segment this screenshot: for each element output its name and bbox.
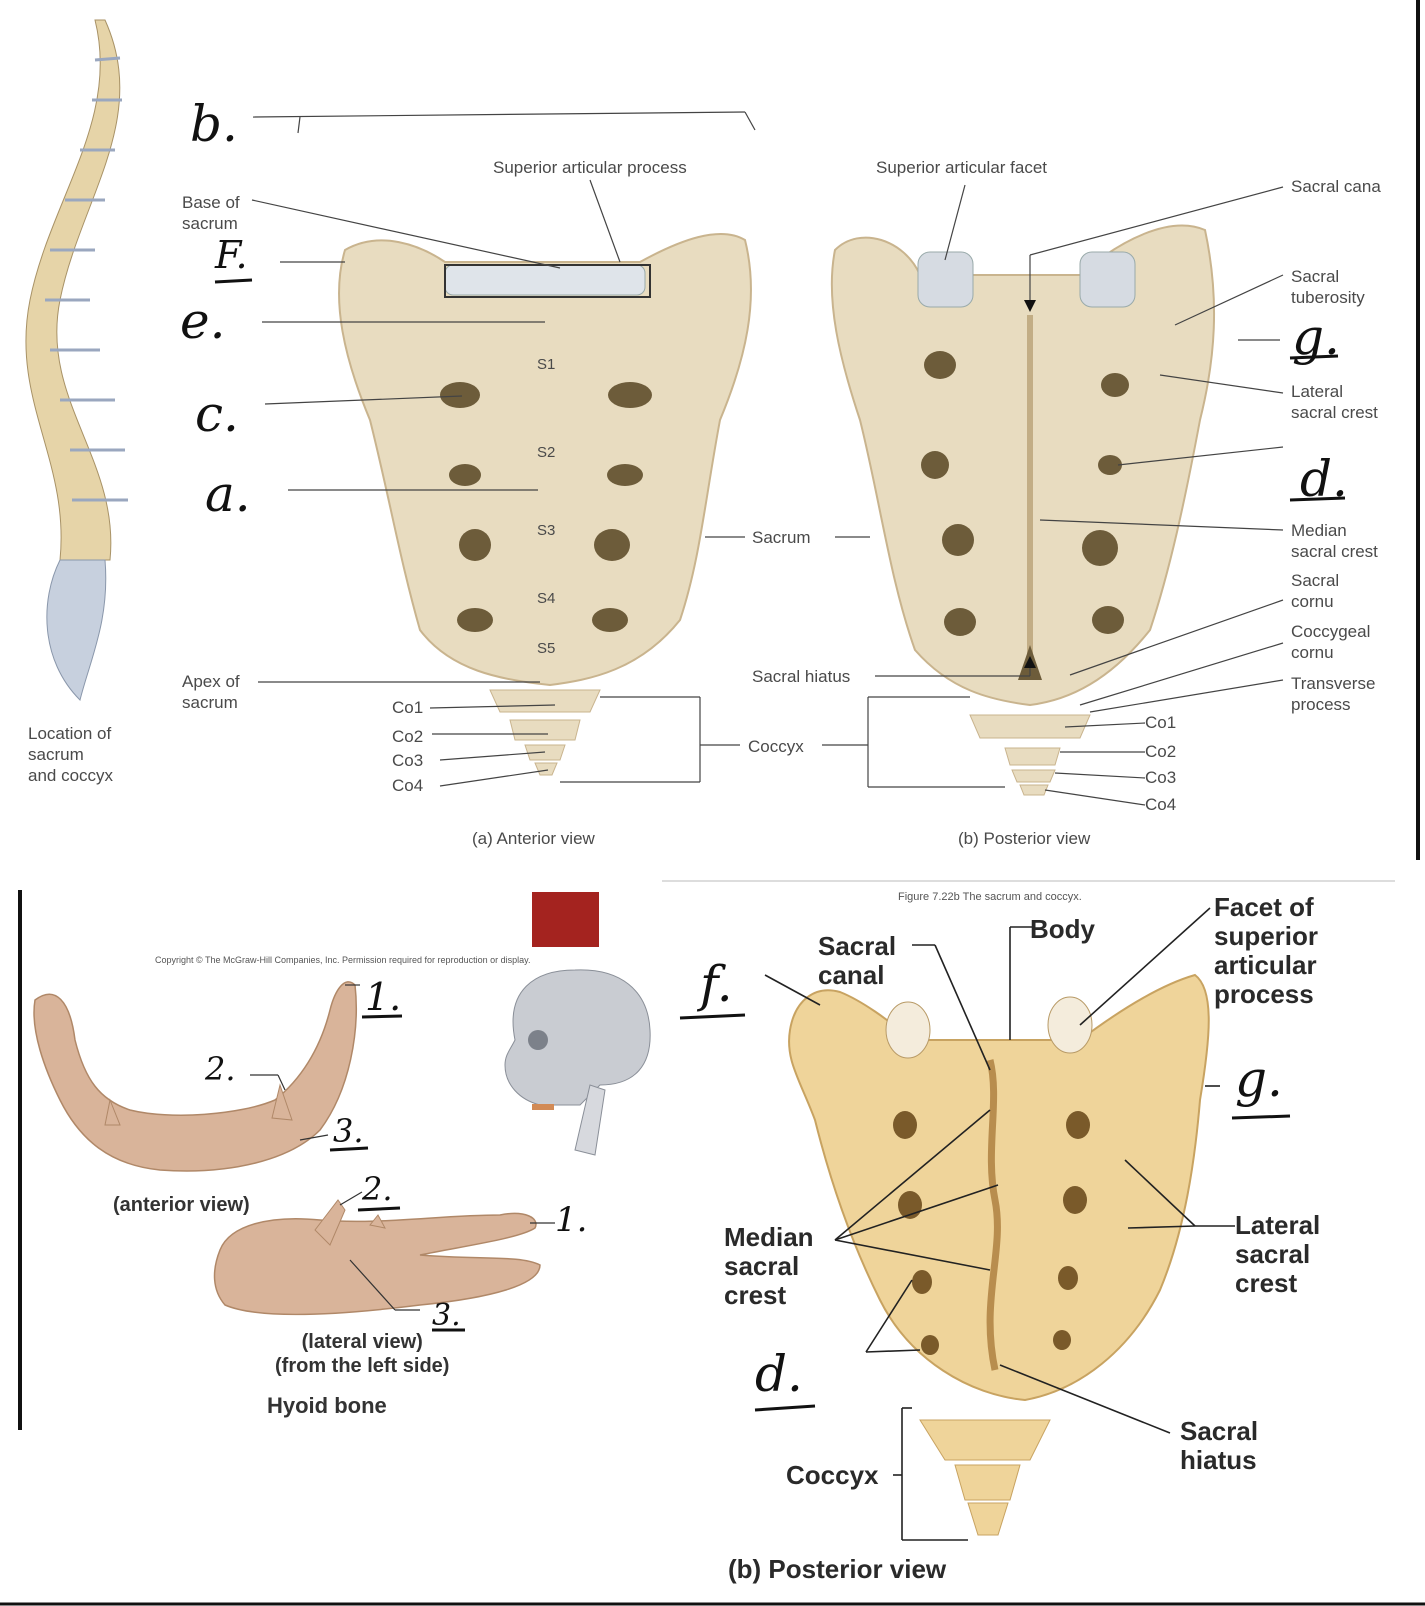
handwritten-3-lateral: 3. — [432, 1298, 461, 1333]
label-transverse-process: Transverse process — [1291, 674, 1376, 714]
handwritten-b: b. — [190, 95, 238, 153]
anterior-sacrum — [338, 232, 752, 776]
handwritten-1-lateral: 1. — [555, 1200, 588, 1240]
label-co1-posterior: Co1 — [1145, 713, 1177, 732]
hyoid-anterior-leaders — [250, 984, 360, 1141]
label-co4-posterior: Co4 — [1145, 795, 1177, 814]
label-sacral-cornu: Sacral cornu — [1291, 571, 1340, 611]
red-square — [532, 892, 599, 947]
handwritten-2-lateral: 2. — [362, 1170, 393, 1208]
label-sacrum: Sacrum — [752, 528, 811, 547]
label-sacral-hiatus-top: Sacral hiatus — [752, 667, 851, 686]
label-s2: S2 — [537, 444, 556, 461]
anterior-leader-lines — [251, 111, 1005, 788]
label-sacral-hiatus-figure: Sacral hiatus — [1180, 1416, 1259, 1475]
label-superior-articular-process: Superior articular process — [493, 158, 687, 177]
handwritten-d-figure: d. — [755, 1345, 803, 1403]
posterior-leader-lines — [875, 184, 1284, 806]
sacral-hiatus-arrow — [1024, 656, 1036, 668]
label-lateral-sacral-crest-top: Lateral sacral crest — [1291, 382, 1378, 422]
label-apex-of-sacrum: Apex of sacrum — [182, 672, 240, 712]
posterior-sacrum — [830, 224, 1216, 796]
label-sacral-canal-top: Sacral cana — [1291, 177, 1381, 196]
anterior-view-title: (a) Anterior view — [472, 829, 595, 848]
label-co3-anterior: Co3 — [392, 751, 424, 770]
handwritten-c: c. — [195, 385, 239, 443]
label-coccygeal-cornu: Coccygeal cornu — [1291, 622, 1371, 662]
handwritten-1-anterior: 1. — [365, 975, 402, 1019]
label-lateral-sacral-crest-figure: Lateral sacral crest — [1235, 1210, 1321, 1298]
copyright-notice: Copyright © The McGraw-Hill Companies, I… — [155, 955, 531, 965]
handwritten-e: e. — [180, 292, 226, 350]
hyoid-anterior-illustration — [33, 981, 357, 1172]
label-co4-anterior: Co4 — [392, 776, 424, 795]
label-co3-posterior: Co3 — [1145, 768, 1177, 787]
hyoid-title: Hyoid bone — [267, 1393, 387, 1418]
handwritten-f-anterior: F. — [215, 233, 248, 277]
skull-illustration — [504, 969, 651, 1156]
label-location-of-sacrum: Location of sacrum and coccyx — [28, 724, 114, 785]
handwritten-f-figure: f. — [700, 955, 733, 1013]
label-s5: S5 — [537, 640, 556, 657]
hyoid-lateral-illustration — [213, 1199, 541, 1316]
figure-leader-lines — [764, 907, 1235, 1541]
label-median-sacral-crest-top: Median sacral crest — [1291, 521, 1378, 561]
figure-title: Figure 7.22b The sacrum and coccyx. — [898, 891, 1082, 903]
label-sacral-canal-figure: Sacral canal — [818, 931, 897, 990]
label-co2-anterior: Co2 — [392, 727, 424, 746]
handwritten-g-top: g. — [1292, 308, 1340, 366]
figure-posterior-view-title: (b) Posterior view — [728, 1554, 947, 1584]
hyoid-anterior-caption: (anterior view) — [113, 1194, 250, 1216]
label-facet-superior-articular-process: Facet of superior articular process — [1214, 892, 1319, 1009]
handwritten-d-top: d. — [1300, 450, 1348, 508]
sacral-canal-arrow — [1024, 300, 1036, 312]
figure-posterior-sacrum — [788, 973, 1210, 1536]
spine-illustration — [25, 19, 128, 701]
label-base-of-sacrum: Base of sacrum — [182, 193, 240, 233]
label-co2-posterior: Co2 — [1145, 742, 1177, 761]
label-superior-articular-facet: Superior articular facet — [876, 158, 1048, 177]
handwritten-2-anterior: 2. — [205, 1050, 236, 1088]
handwritten-a: a. — [205, 465, 251, 523]
handwritten-3-anterior: 3. — [333, 1112, 364, 1150]
label-s3: S3 — [537, 522, 556, 539]
label-body: Body — [1030, 914, 1095, 944]
label-median-sacral-crest-figure: Median sacral crest — [724, 1222, 814, 1310]
label-sacral-tuberosity: Sacral tuberosity — [1291, 267, 1365, 307]
label-s1: S1 — [537, 356, 556, 373]
handwritten-underlines — [214, 278, 1346, 1412]
hyoid-lateral-caption: (lateral view) (from the left side) — [275, 1331, 450, 1377]
hyoid-lateral-leaders — [339, 1191, 555, 1311]
label-s4: S4 — [537, 590, 556, 607]
label-co1-anterior: Co1 — [392, 698, 424, 717]
label-coccyx-figure: Coccyx — [786, 1460, 879, 1490]
handwritten-g-figure: g. — [1235, 1050, 1283, 1108]
posterior-view-title: (b) Posterior view — [958, 829, 1091, 848]
label-coccyx: Coccyx — [748, 737, 804, 756]
